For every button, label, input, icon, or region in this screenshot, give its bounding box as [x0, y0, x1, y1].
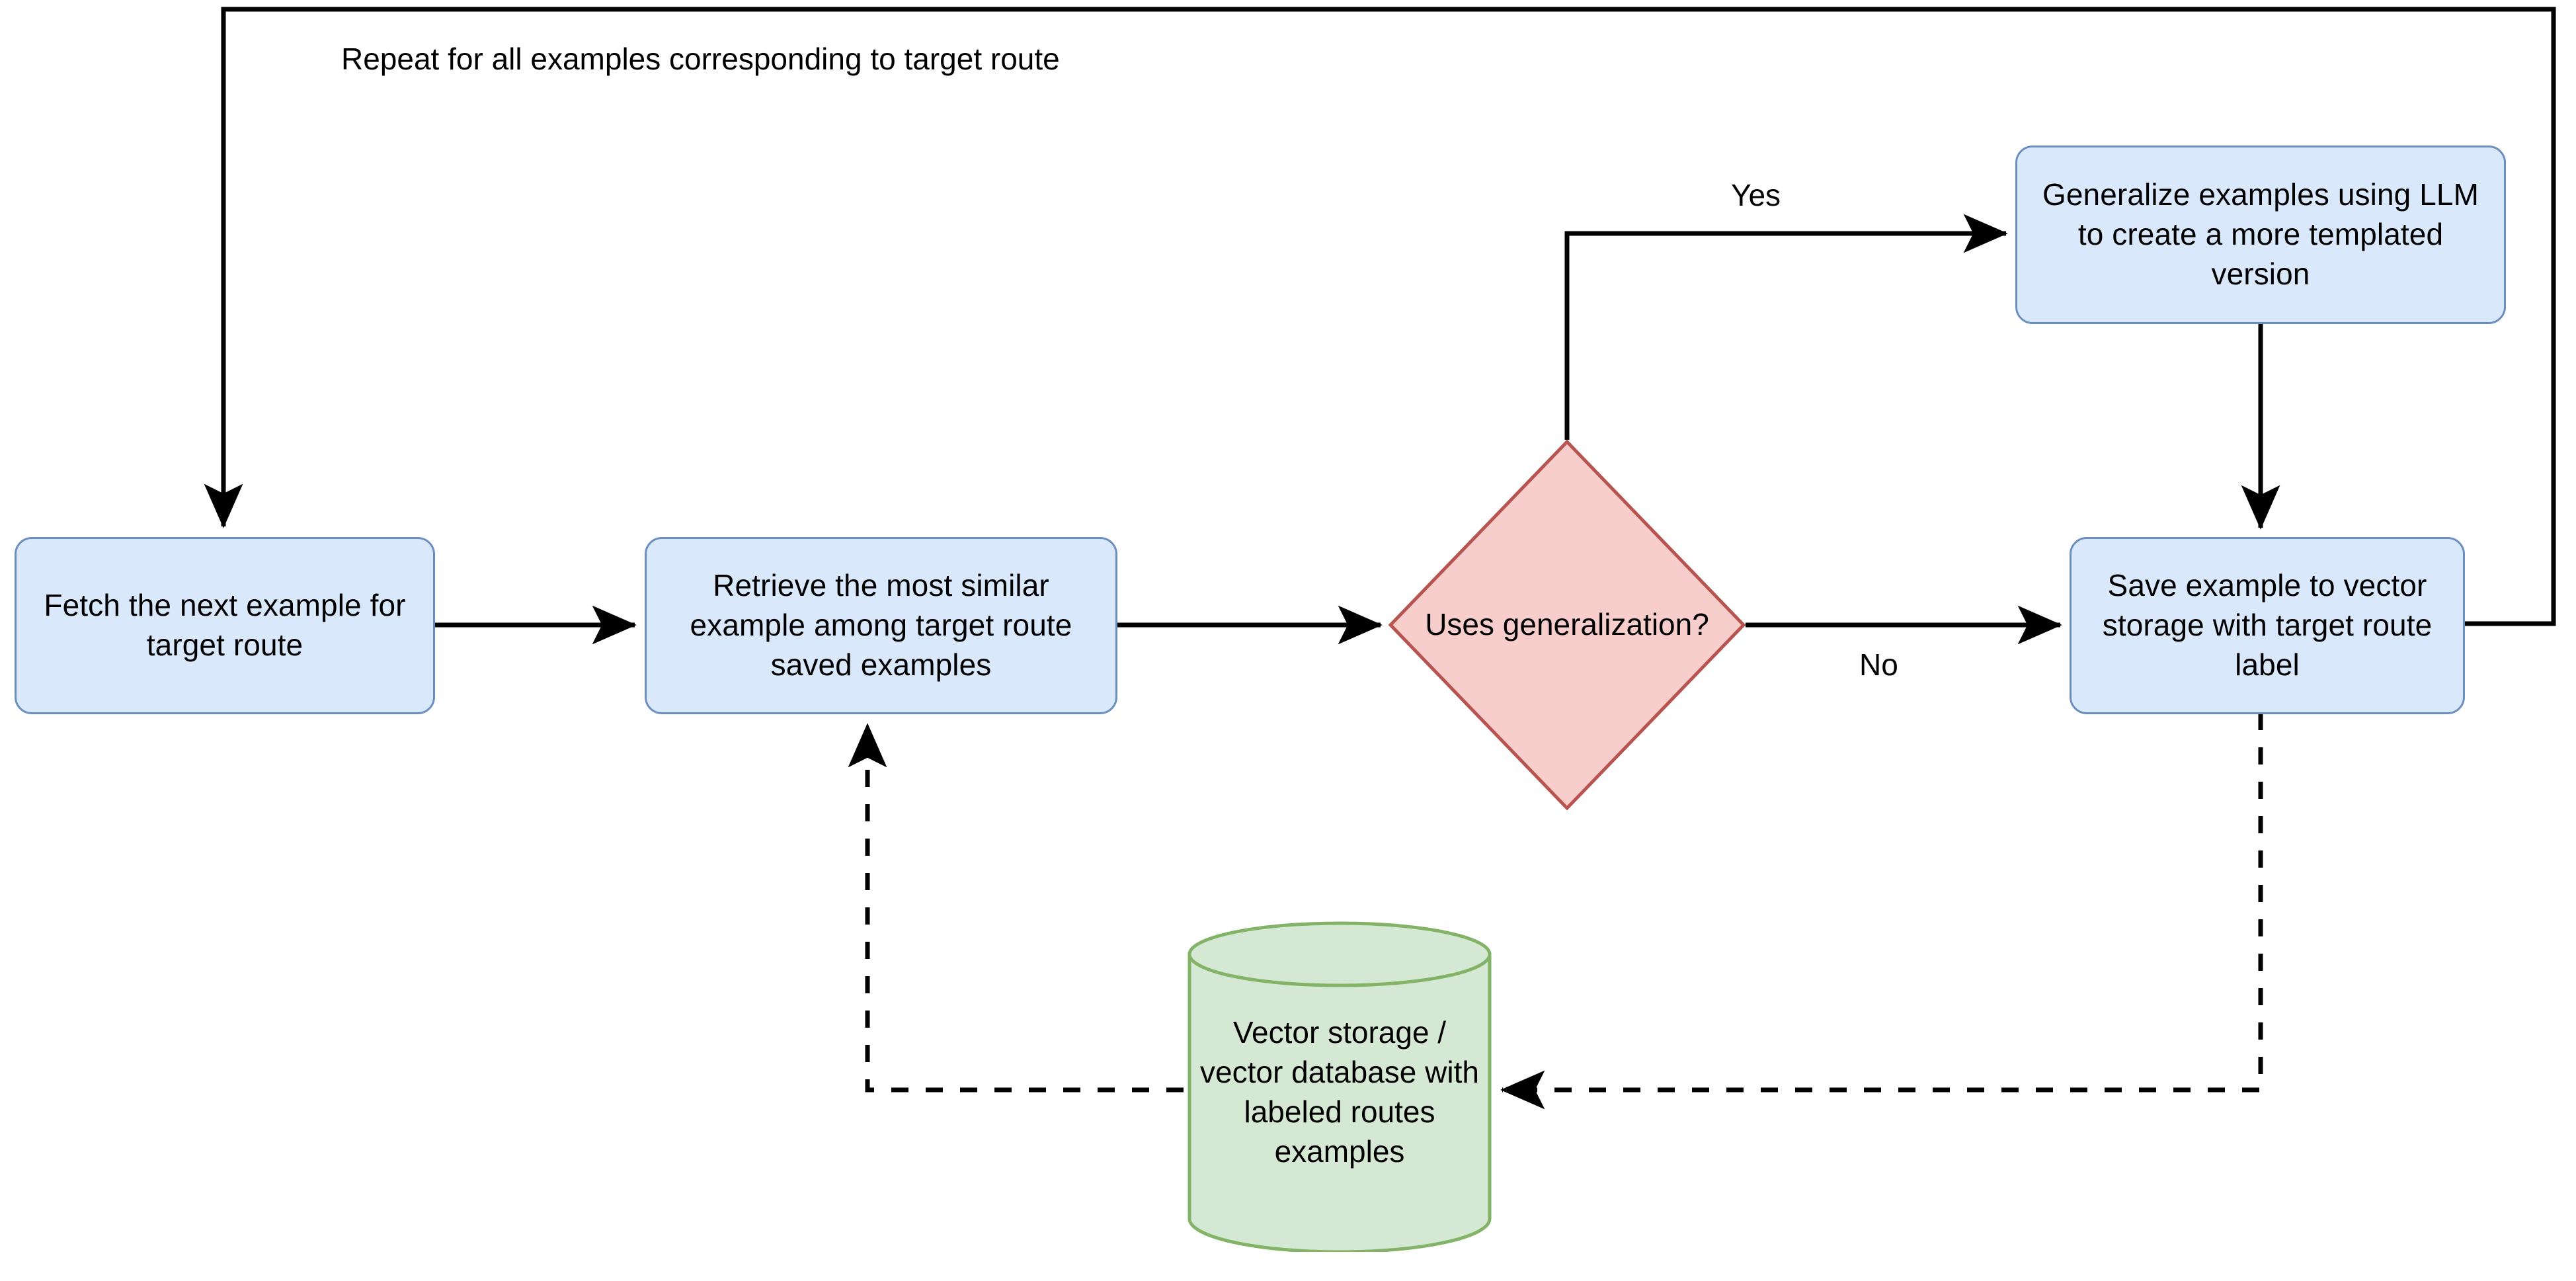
decision-diamond-shape [1389, 440, 1746, 810]
node-retrieve-similar-example[interactable]: Retrieve the most similar example among … [645, 537, 1117, 714]
node-generalize-examples-llm-label: Generalize examples using LLM to create … [2042, 177, 2479, 291]
node-vector-storage-database-label: Vector storage / vector database with la… [1200, 1015, 1479, 1169]
node-generalize-examples-llm[interactable]: Generalize examples using LLM to create … [2015, 145, 2506, 324]
edge-label-yes: Yes [1731, 178, 1781, 212]
node-fetch-next-example-label: Fetch the next example for target route [44, 588, 406, 662]
edge-label-no: No [1859, 647, 1898, 682]
node-save-example-vector-storage[interactable]: Save example to vector storage with targ… [2070, 537, 2465, 714]
edge-decision-yes-to-generalize [1564, 214, 2008, 440]
loop-annotation-label: Repeat for all examples corresponding to… [341, 42, 1060, 76]
node-fetch-next-example[interactable]: Fetch the next example for target route [15, 537, 435, 714]
edge-loop-save-to-fetch [204, 7, 2556, 626]
node-retrieve-similar-example-label: Retrieve the most similar example among … [690, 568, 1072, 682]
node-vector-storage-database[interactable]: Vector storage / vector database with la… [1187, 921, 1492, 1252]
node-uses-generalization-decision[interactable]: Uses generalization? [1389, 440, 1746, 810]
edge-storage-to-retrieve [848, 723, 1184, 1093]
node-uses-generalization-decision-label: Uses generalization? [1425, 607, 1709, 642]
node-save-example-vector-storage-label: Save example to vector storage with targ… [2102, 568, 2433, 682]
database-cylinder-icon [1187, 921, 1492, 1252]
